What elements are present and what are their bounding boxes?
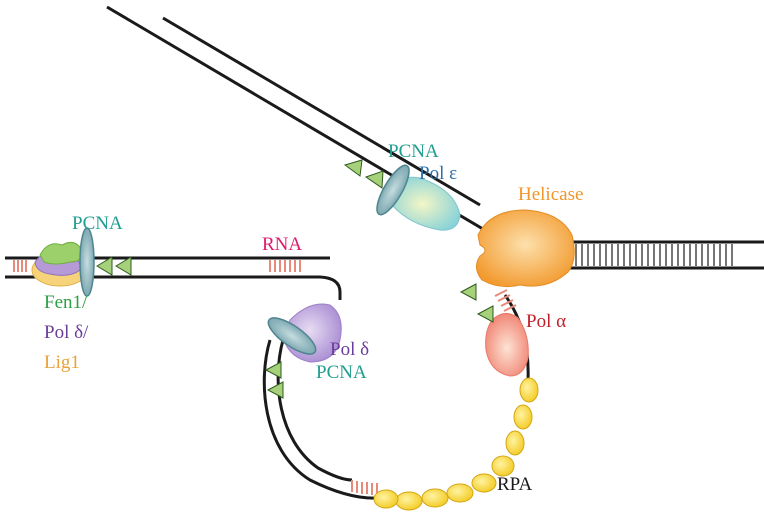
rna-primer-bottom: [351, 480, 378, 495]
pcna-ring-leading: [376, 164, 410, 216]
green-triangle-arrow-icon: [96, 256, 113, 276]
dna-strands: [5, 5, 764, 500]
label-lig1: Lig1: [44, 352, 80, 373]
green-arrows: [96, 159, 494, 399]
label-rna: RNA: [262, 234, 302, 255]
label-fen1: Fen1/: [44, 292, 88, 313]
green-triangle-arrow-icon: [459, 283, 477, 301]
green-triangle-arrow-icon: [343, 159, 363, 177]
helicase: [476, 209, 575, 288]
green-triangle-arrow-icon: [476, 305, 494, 323]
base-pair-ladder: [551, 244, 733, 266]
label-pol-delta-mid: Pol δ: [330, 339, 369, 360]
green-triangle-arrow-icon: [364, 170, 384, 189]
pol-epsilon-body: [391, 176, 461, 231]
rna-primer-left-end: [13, 260, 27, 272]
pcna-ring-mid: [267, 317, 317, 355]
green-triangle-arrow-icon: [115, 256, 132, 276]
label-pcna-leading: PCNA: [388, 141, 439, 162]
pol-epsilon-complex: [376, 164, 461, 231]
fen1-body: [39, 241, 83, 265]
label-pcna-left: PCNA: [72, 213, 123, 234]
label-rpa: RPA: [497, 474, 532, 495]
green-triangle-arrow-icon: [266, 381, 284, 399]
pcna-ring-left: [79, 227, 95, 297]
labels: PCNA Pol ε Helicase PCNA RNA Fen1/ Pol δ…: [44, 141, 583, 495]
pol-alpha: [485, 313, 529, 377]
leading-nascent-strand: [162, 16, 481, 207]
label-pol-epsilon: Pol ε: [419, 163, 457, 184]
label-pol-delta-left: Pol δ/: [44, 322, 89, 343]
pol-delta-complex-mid: [267, 303, 342, 363]
rna-primer-segment: [269, 260, 301, 272]
rna-primer-pol-alpha: [494, 289, 517, 312]
label-pol-alpha: Pol α: [526, 311, 566, 332]
rpa-chain: [373, 377, 539, 511]
green-triangle-arrow-icon: [264, 361, 282, 379]
label-helicase: Helicase: [518, 184, 583, 205]
label-pcna-mid: PCNA: [316, 362, 367, 383]
left-complex: [31, 227, 95, 297]
